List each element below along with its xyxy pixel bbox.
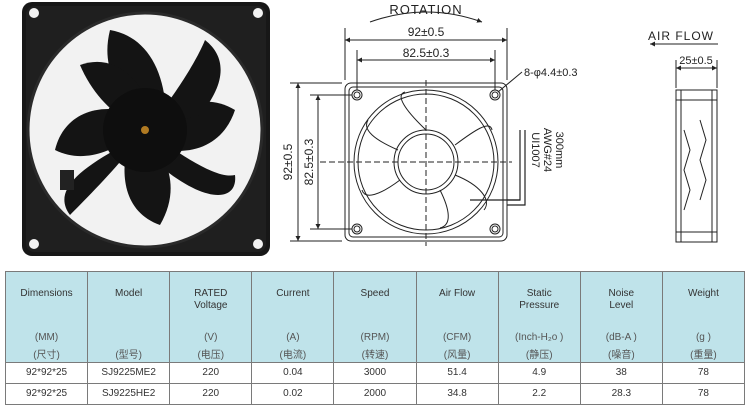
table-cell: 92*92*25	[4, 362, 89, 384]
table-cell: 78	[661, 362, 746, 384]
dim-hole-width: 82.5±0.3	[403, 46, 450, 60]
table-cell: SJ9225HE2	[87, 383, 171, 405]
table-cell: 3000	[333, 362, 417, 384]
wire-line-3: 300mm	[553, 132, 565, 169]
dim-hole-height: 82.5±0.3	[302, 138, 316, 185]
table-cell: 28.3	[579, 383, 663, 405]
airflow-label: AIR FLOW	[648, 29, 714, 43]
table-row: 92*92*25 SJ9225HE2 220 0.02 2000 34.8 2.…	[4, 383, 746, 405]
table-cell: 0.04	[251, 362, 335, 384]
header-dimensions: Dimensions(MM)(尺寸)	[4, 271, 89, 363]
rotation-label: ROTATION	[389, 2, 462, 17]
table-cell: 0.02	[251, 383, 335, 405]
dim-holes: 8-φ4.4±0.3	[524, 67, 578, 79]
wire-line-2: AWG#24	[541, 128, 553, 172]
dim-outer-height: 92±0.5	[281, 143, 295, 180]
header-weight: Weight(g )(重量)	[661, 271, 746, 363]
dim-depth: 25±0.5	[679, 55, 713, 67]
dim-outer-width: 92±0.5	[408, 25, 445, 39]
header-speed: Speed(RPM)(转速)	[333, 271, 417, 363]
fan-drawing-svg: ROTATION 92±0.5 82.5±0.3 8-φ4.4±0.3 92±0…	[22, 2, 718, 256]
table-cell: 220	[169, 383, 253, 405]
table-cell: 34.8	[415, 383, 499, 405]
table-cell: 2000	[333, 383, 417, 405]
table-cell: 51.4	[415, 362, 499, 384]
product-figure: ROTATION 92±0.5 82.5±0.3 8-φ4.4±0.3 92±0…	[22, 2, 718, 256]
side-view-drawing	[675, 89, 718, 243]
wire-line-1: UI1007	[529, 132, 541, 167]
wire-spec: UI1007 AWG#24 300mm	[529, 128, 565, 172]
table-cell: 38	[579, 362, 663, 384]
front-view-drawing	[320, 80, 526, 246]
header-current: Current(A)(电流)	[251, 271, 335, 363]
table-cell: 92*92*25	[4, 383, 89, 405]
table-cell: 220	[169, 362, 253, 384]
header-air-flow: Air Flow(CFM)(风量)	[415, 271, 499, 363]
table-cell: SJ9225ME2	[87, 362, 171, 384]
fan-photo	[22, 2, 270, 256]
table-row: 92*92*25 SJ9225ME2 220 0.04 3000 51.4 4.…	[4, 362, 746, 384]
table-cell: 78	[661, 383, 746, 405]
table-cell: 4.9	[497, 362, 581, 384]
header-model: Model (型号)	[87, 271, 171, 363]
table-cell: 2.2	[497, 383, 581, 405]
